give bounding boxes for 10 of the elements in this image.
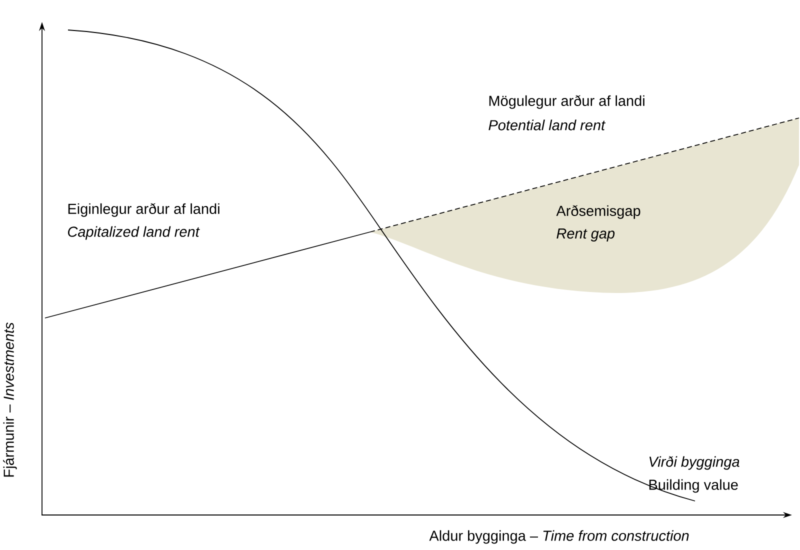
curve-label: Eiginlegur arður af landi xyxy=(68,203,220,217)
curve-label: Building value xyxy=(649,479,738,493)
axis-label: Fjármunir – Investments xyxy=(3,322,17,477)
curve-label: Mögulegur arður af landi xyxy=(489,95,644,109)
curve-label: Rent gap xyxy=(556,228,615,242)
curve-label: Potential land rent xyxy=(488,120,606,130)
axis-label: Aldur bygginga – Time from construction xyxy=(429,530,689,544)
curve-label: Arðsemisgap xyxy=(556,205,640,219)
curve-label: Capitalized land rent xyxy=(68,226,200,240)
curve-label: Virði bygginga xyxy=(649,456,740,470)
